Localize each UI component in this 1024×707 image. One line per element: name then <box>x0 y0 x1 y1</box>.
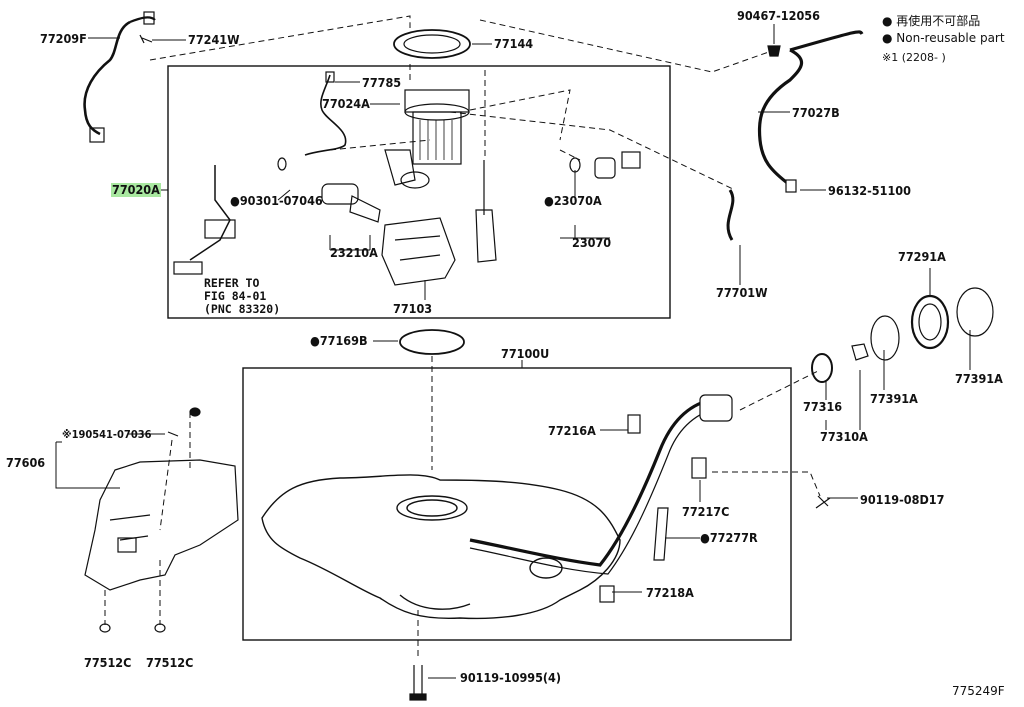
fuel-tank-77100U <box>261 474 621 620</box>
part-label-77216A[interactable]: 77216A <box>548 423 596 438</box>
diagram-number: 775249F <box>952 684 1005 698</box>
filler-pipe <box>469 398 711 567</box>
refer-to-note: REFER TO FIG 84-01 (PNC 83320) <box>204 276 281 316</box>
part-label-90119-10995[interactable]: 90119-10995(4) <box>460 670 562 685</box>
part-label-77100U[interactable]: 77100U <box>501 346 550 361</box>
part-label-23210A[interactable]: 23210A <box>330 245 378 260</box>
part-label-77277R[interactable]: ●77277R <box>700 530 758 545</box>
part-label-77512C-right[interactable]: 77512C <box>146 655 194 670</box>
module-assembly-frame <box>167 65 671 319</box>
part-label-77310A[interactable]: 77310A <box>820 429 868 444</box>
part-label-23070[interactable]: 23070 <box>572 235 612 250</box>
legend-non-reusable-en: ● Non-reusable part <box>882 31 1005 45</box>
part-label-77241W[interactable]: 77241W <box>188 32 240 47</box>
part-label-77785[interactable]: 77785 <box>362 75 402 90</box>
fuel-pump-23210A <box>321 183 381 223</box>
part-label-77024A[interactable]: 77024A <box>322 96 370 111</box>
part-label-77020A[interactable]: 77020A <box>111 182 161 197</box>
part-label-77606[interactable]: 77606 <box>6 455 46 470</box>
tank-frame <box>242 367 792 641</box>
retainer-ring-77144 <box>393 29 471 59</box>
part-label-77027B[interactable]: 77027B <box>792 105 840 120</box>
protector-77606 <box>84 459 239 591</box>
legend-non-reusable-jp: ● 再使用不可部品 <box>882 14 981 28</box>
part-label-77209F[interactable]: 77209F <box>40 31 87 46</box>
part-label-77103[interactable]: 77103 <box>393 301 433 316</box>
part-label-90467-12056[interactable]: 90467-12056 <box>737 8 820 23</box>
pump-cup-77103 <box>381 217 456 286</box>
part-label-23070A[interactable]: ●23070A <box>544 193 602 208</box>
wire-harness-77209F <box>83 20 131 136</box>
part-label-77391A-inner[interactable]: 77391A <box>870 391 918 406</box>
part-label-77316[interactable]: 77316 <box>803 399 843 414</box>
part-label-77701W[interactable]: 77701W <box>716 285 768 300</box>
part-label-96132-51100[interactable]: 96132-51100 <box>828 183 911 198</box>
part-label-77291A[interactable]: 77291A <box>898 249 946 264</box>
part-label-77218A[interactable]: 77218A <box>646 585 694 600</box>
part-label-77391A-outer[interactable]: 77391A <box>955 371 1003 386</box>
vent-tube-77027B <box>757 30 864 187</box>
part-label-77512C-left[interactable]: 77512C <box>84 655 132 670</box>
part-label-77217C[interactable]: 77217C <box>682 504 730 519</box>
part-label-77169B[interactable]: ●77169B <box>310 333 368 348</box>
legend-date-note: ※1 (2208- ) <box>882 51 946 64</box>
part-label-90541-07036[interactable]: ※190541-07036 <box>62 428 152 441</box>
part-label-90119-08D17[interactable]: 90119-08D17 <box>860 492 945 507</box>
fuel-pump-module-77024A <box>384 89 470 189</box>
part-label-77144[interactable]: 77144 <box>494 36 534 51</box>
part-label-90301-07046[interactable]: ●90301-07046 <box>230 193 323 208</box>
gasket-77169B <box>399 329 465 355</box>
